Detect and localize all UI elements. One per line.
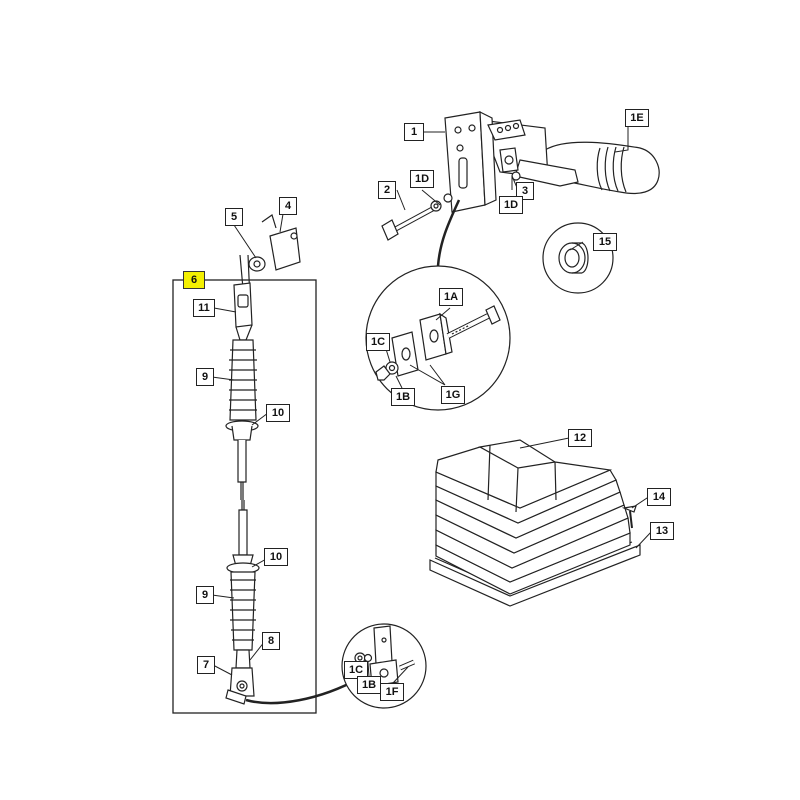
callout-1B-lower[interactable]: 1B xyxy=(357,676,381,694)
callout-12[interactable]: 12 xyxy=(568,429,592,447)
callout-8[interactable]: 8 xyxy=(262,632,280,650)
callout-14[interactable]: 14 xyxy=(647,488,671,506)
callout-1E[interactable]: 1E xyxy=(625,109,649,127)
handbrake-lever-drawing xyxy=(381,111,660,267)
gaiter-drawing xyxy=(429,439,641,607)
callout-9-lower[interactable]: 9 xyxy=(196,586,214,604)
callout-11[interactable]: 11 xyxy=(193,299,215,317)
cable-assembly xyxy=(172,214,361,714)
callout-10-upper[interactable]: 10 xyxy=(266,404,290,422)
callout-3[interactable]: 3 xyxy=(516,182,534,200)
clevis-detail-top xyxy=(365,265,511,411)
callout-1C-lower[interactable]: 1C xyxy=(344,661,368,679)
callout-10-lower[interactable]: 10 xyxy=(264,548,288,566)
lower-boot xyxy=(230,571,256,651)
callout-1A[interactable]: 1A xyxy=(439,288,463,306)
callout-1D-upper[interactable]: 1D xyxy=(410,170,434,188)
callout-15[interactable]: 15 xyxy=(593,233,617,251)
callout-1C-upper[interactable]: 1C xyxy=(366,333,390,351)
callout-2[interactable]: 2 xyxy=(378,181,396,199)
callout-9-upper[interactable]: 9 xyxy=(196,368,214,386)
callout-5[interactable]: 5 xyxy=(225,208,243,226)
callout-4[interactable]: 4 xyxy=(279,197,297,215)
upper-boot xyxy=(229,339,257,421)
callout-1G[interactable]: 1G xyxy=(441,386,465,404)
callout-1B-upper[interactable]: 1B xyxy=(391,388,415,406)
callout-1D-lower[interactable]: 1D xyxy=(499,196,523,214)
callout-13[interactable]: 13 xyxy=(650,522,674,540)
callout-1[interactable]: 1 xyxy=(404,123,424,141)
callout-1F[interactable]: 1F xyxy=(380,683,404,701)
callout-7[interactable]: 7 xyxy=(197,656,215,674)
callout-6-highlighted[interactable]: 6 xyxy=(183,271,205,289)
